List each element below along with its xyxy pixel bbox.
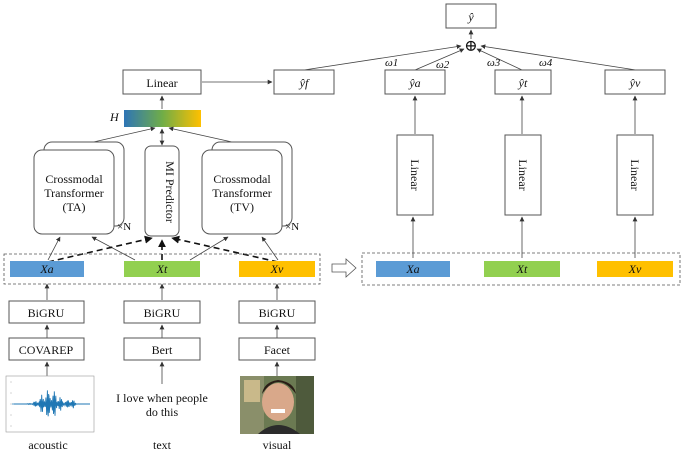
xv-to-mi-dashed-arrow (171, 235, 279, 263)
left-xt-label: Xt (156, 262, 168, 276)
y-t-box (494, 69, 552, 95)
crossmodal-ta-line2: Transformer (44, 186, 104, 200)
bigru-visual-label: BiGRU (259, 306, 296, 320)
left-xv-label: Xv (270, 262, 284, 276)
xv-to-tv-arrow (261, 236, 279, 261)
ta-times-n: ×N (117, 221, 131, 233)
weight-1: ω1 (385, 57, 398, 69)
linear-acoustic-label: Linear (408, 159, 422, 190)
y-a-label: ŷa (408, 76, 420, 90)
h-label: H (109, 110, 120, 124)
mi-predictor-label: MI Predictor (163, 161, 177, 223)
right-xa-bar (376, 261, 450, 277)
left-xa-bar (10, 261, 84, 277)
y-hat-label: ŷ (467, 10, 474, 24)
linear-acoustic-box (396, 134, 434, 216)
sum-symbol: ⊕ (464, 38, 477, 55)
bigru-acoustic-box (8, 300, 85, 324)
left-xa-label: Xa (39, 262, 53, 276)
linear-visual-box (616, 134, 654, 216)
bigru-visual-box (238, 300, 316, 324)
right-xt-label: Xt (516, 262, 528, 276)
crossmodal-ta-box (33, 149, 115, 235)
h-representation-bar (124, 110, 201, 127)
acoustic-waveform-plot (5, 375, 95, 433)
visual-face-image (240, 376, 314, 434)
ya-to-sum-arrow (414, 48, 465, 71)
xt-to-ta-arrow (91, 236, 136, 261)
text-sample-line1: I love when people (116, 391, 208, 405)
crossmodal-tv-line3: (TV) (230, 200, 254, 214)
right-xa-label: Xa (405, 262, 419, 276)
right-xv-bar (597, 261, 673, 277)
weight-3: ω3 (487, 57, 501, 69)
xa-to-mi-dashed-arrow (47, 235, 153, 263)
y-f-label: ŷf (299, 76, 310, 90)
yt-to-sum-arrow (476, 48, 523, 71)
yf-to-sum-arrow (303, 44, 462, 71)
bert-box (123, 337, 201, 361)
covarep-label: COVAREP (19, 343, 74, 357)
right-xt-bar (484, 261, 560, 277)
weight-2: ω2 (436, 59, 450, 71)
transition-hollow-arrow (331, 258, 357, 278)
linear-text-box (504, 134, 542, 216)
crossmodal-ta-line1: Crossmodal (45, 172, 103, 186)
bigru-acoustic-label: BiGRU (28, 306, 65, 320)
y-t-label: ŷt (518, 76, 528, 90)
bigru-text-box (123, 300, 201, 324)
facet-label: Facet (264, 343, 291, 357)
text-sample-line2: do this (146, 405, 179, 419)
visual-caption: visual (263, 438, 292, 452)
crossmodal-tv-line2: Transformer (212, 186, 272, 200)
acoustic-caption: acoustic (28, 438, 67, 452)
left-feature-group (3, 253, 321, 285)
xt-to-tv-arrow (189, 236, 229, 261)
y-v-box (604, 69, 666, 95)
crossmodal-tv-line1: Crossmodal (213, 172, 271, 186)
crossmodal-tv-box (201, 149, 283, 235)
covarep-box (8, 337, 85, 361)
xa-to-ta-arrow (47, 236, 61, 261)
y-f-box (273, 69, 335, 95)
y-v-label: ŷv (629, 76, 641, 90)
fusion-linear-label: Linear (146, 76, 177, 90)
left-xv-bar (239, 261, 315, 277)
fusion-linear-box (122, 69, 202, 95)
y-hat-box (445, 3, 497, 29)
mi-predictor-box (144, 145, 180, 237)
text-caption: text (153, 438, 172, 452)
bert-label: Bert (152, 343, 173, 357)
weight-4: ω4 (539, 57, 553, 69)
right-xv-label: Xv (628, 262, 642, 276)
facet-box (238, 337, 316, 361)
crossmodal-ta-line3: (TA) (62, 200, 85, 214)
yv-to-sum-arrow (480, 44, 637, 71)
tv-times-n: ×N (285, 221, 299, 233)
linear-text-label: Linear (516, 159, 530, 190)
bigru-text-label: BiGRU (144, 306, 181, 320)
linear-visual-label: Linear (628, 159, 642, 190)
left-xt-bar (124, 261, 200, 277)
y-a-box (384, 69, 446, 95)
